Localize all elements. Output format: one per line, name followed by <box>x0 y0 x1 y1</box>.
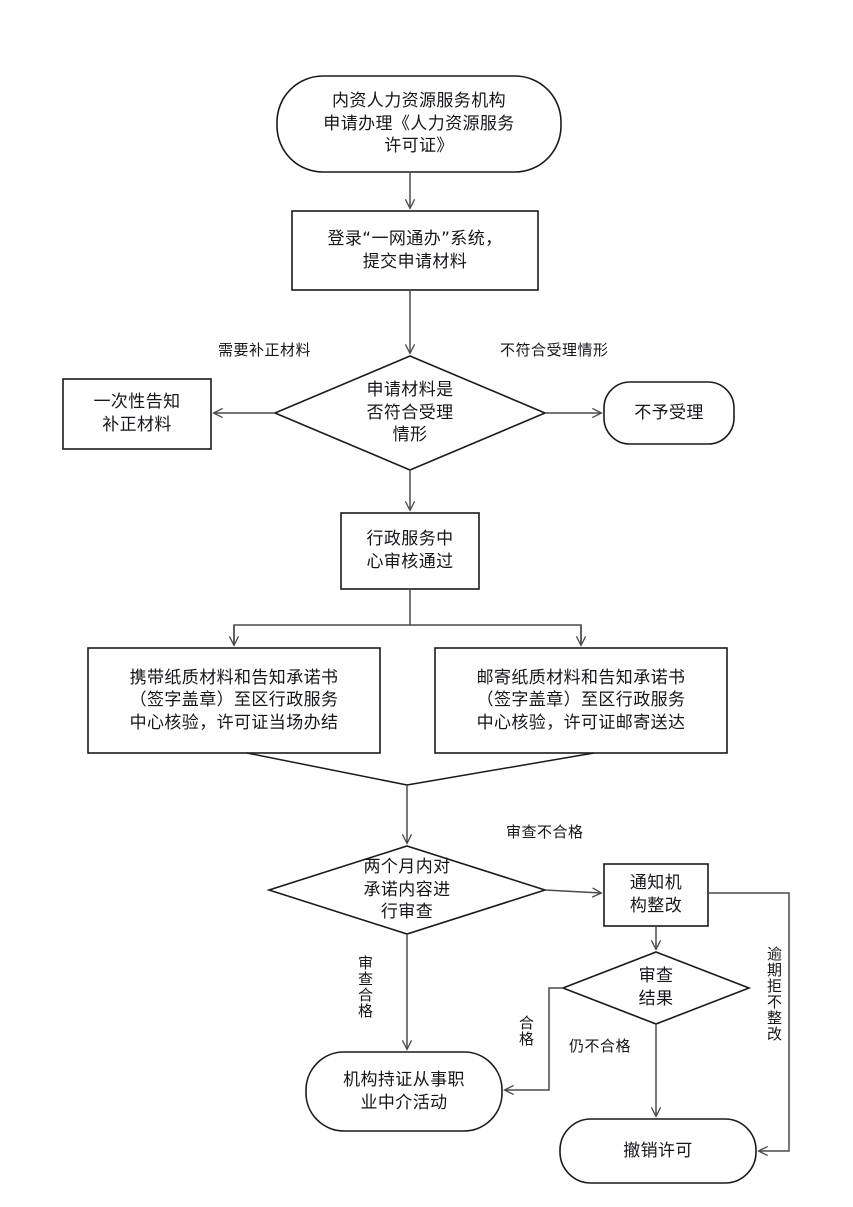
node-mail-paper-shape <box>434 647 728 754</box>
node-center-approved-shape <box>340 512 480 590</box>
edge-mail-paper-merge <box>406 752 595 786</box>
node-reject-shape <box>603 381 735 445</box>
node-operate-licensed-shape <box>305 1051 503 1132</box>
edge-label-review-passed: 审查合格 <box>356 955 374 1019</box>
edge-label-result-still-fail: 仍不合格 <box>569 1037 632 1055</box>
edge-center-approved-split-bus <box>233 589 411 645</box>
node-bring-paper-shape <box>87 647 381 754</box>
node-notify-fix-shape <box>62 378 212 450</box>
node-notify-rectify-shape <box>603 863 709 927</box>
node-start-shape <box>276 75 562 173</box>
edge-bring-paper-merge <box>246 752 408 786</box>
edge-decision-review-to-notify-rectify <box>544 890 601 893</box>
node-decision-accept-shape <box>272 355 548 471</box>
node-decision-review-shape <box>266 845 548 935</box>
edge-label-overdue-refuse: 逾期拒不整改 <box>765 946 783 1042</box>
edge-label-not-eligible: 不符合受理情形 <box>500 341 609 359</box>
node-submit-shape <box>291 210 539 291</box>
edge-split-bus-right <box>410 624 582 645</box>
edge-label-review-failed: 审查不合格 <box>506 823 584 841</box>
node-decision-result-shape <box>560 951 752 1025</box>
edge-label-result-pass: 合格 <box>517 1015 535 1047</box>
node-revoke-shape <box>559 1118 757 1184</box>
edge-decision-result-pass-to-operate-licensed <box>505 987 563 1090</box>
edge-notify-rectify-overdue-to-revoke <box>708 892 790 1151</box>
edge-label-need-fix: 需要补正材料 <box>218 341 312 359</box>
